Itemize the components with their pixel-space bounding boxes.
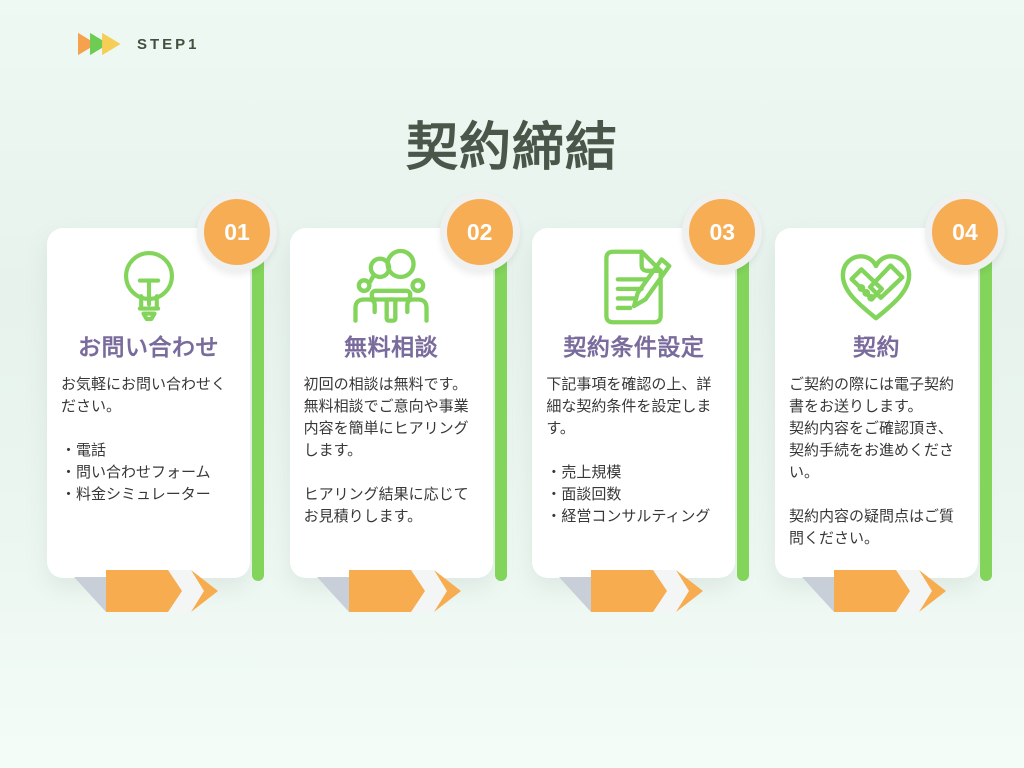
- logo-text: STEP1: [137, 35, 200, 53]
- card-paragraph: 下記事項を確認の上、詳細な契約条件を設定します。: [546, 376, 712, 438]
- step-number-badge: 04: [924, 192, 1005, 272]
- bullet-item: ・経営コンサルティング: [546, 508, 711, 526]
- consultation-icon: [353, 248, 429, 323]
- step-card: 03 契約条件設定 下記事項を確認の上、詳細な契約条件を設定します。・売上規模・…: [532, 192, 763, 612]
- step-card: 04 契約 ご契約の際には電子契約書をお送りします。 契約内容をご確認頂き、契約…: [774, 192, 1005, 612]
- bullet-item: ・面談回数: [546, 486, 622, 504]
- step-card: 01 お問い合わせ お気軽にお問い合わせください。・電話・問い合わせフォーム・料…: [47, 192, 277, 612]
- step-arrow-icon: [801, 570, 946, 612]
- cards-row: 01 お問い合わせ お気軽にお問い合わせください。・電話・問い合わせフォーム・料…: [47, 192, 1005, 612]
- bullet-item: ・問い合わせフォーム: [61, 464, 211, 482]
- bullet-list: ・売上規模・面談回数・経営コンサルティング: [546, 462, 721, 528]
- step-number-badge: 03: [682, 192, 763, 272]
- card-body: 下記事項を確認の上、詳細な契約条件を設定します。・売上規模・面談回数・経営コンサ…: [532, 374, 735, 528]
- handshake-heart-icon: [841, 254, 912, 321]
- card-title: 無料相談: [344, 334, 439, 360]
- page-title: 契約締結: [405, 119, 618, 177]
- step-arrow-icon: [74, 570, 218, 612]
- card-icon: [532, 248, 735, 326]
- bullet-item: ・売上規模: [546, 464, 622, 482]
- accent-bar: [252, 252, 264, 581]
- step-arrow-icon: [316, 570, 461, 612]
- card-icon: [290, 248, 493, 326]
- step-number-badge: 01: [197, 192, 277, 272]
- card-icon: [775, 248, 978, 326]
- card-title: 契約条件設定: [563, 334, 705, 360]
- accent-bar: [737, 252, 750, 581]
- accent-bar: [979, 252, 992, 581]
- card-icon: [47, 248, 250, 326]
- lightbulb-icon: [123, 251, 174, 322]
- document-pen-icon: [604, 249, 672, 325]
- step-arrow-icon: [559, 570, 704, 612]
- card-paragraph: 初回の相談は無料です。無料相談でご意向や事業内容を簡単にヒアリングします。: [303, 376, 469, 460]
- bullet-item: ・料金シミュレーター: [61, 486, 211, 504]
- step-number-badge: 02: [439, 192, 520, 272]
- bullet-list: ・電話・問い合わせフォーム・料金シミュレーター: [61, 440, 236, 506]
- card-body: お気軽にお問い合わせください。・電話・問い合わせフォーム・料金シミュレーター: [47, 374, 250, 506]
- card-title: 契約: [852, 334, 900, 360]
- step-card: 02 無料相談 初回の相談は無料です。無料相談でご意向や事業内容を簡単にヒアリン…: [289, 192, 520, 612]
- bullet-item: ・電話: [61, 442, 107, 460]
- card-paragraph: ヒアリング結果に応じてお見積りします。: [303, 486, 469, 526]
- card-body: ご契約の際には電子契約書をお送りします。 契約内容をご確認頂き、契約手続をお進め…: [775, 374, 978, 550]
- accent-bar: [494, 252, 507, 581]
- card-paragraph: お気軽にお問い合わせください。: [61, 376, 227, 416]
- logo: STEP1: [78, 30, 200, 58]
- card-body: 初回の相談は無料です。無料相談でご意向や事業内容を簡単にヒアリングします。ヒアリ…: [290, 374, 493, 528]
- card-title: お問い合わせ: [78, 334, 219, 360]
- triple-arrow-icon: [78, 32, 121, 56]
- card-paragraph: 契約内容の疑問点はご質問ください。: [788, 508, 954, 548]
- card-paragraph: ご契約の際には電子契約書をお送りします。 契約内容をご確認頂き、契約手続をお進め…: [788, 376, 954, 482]
